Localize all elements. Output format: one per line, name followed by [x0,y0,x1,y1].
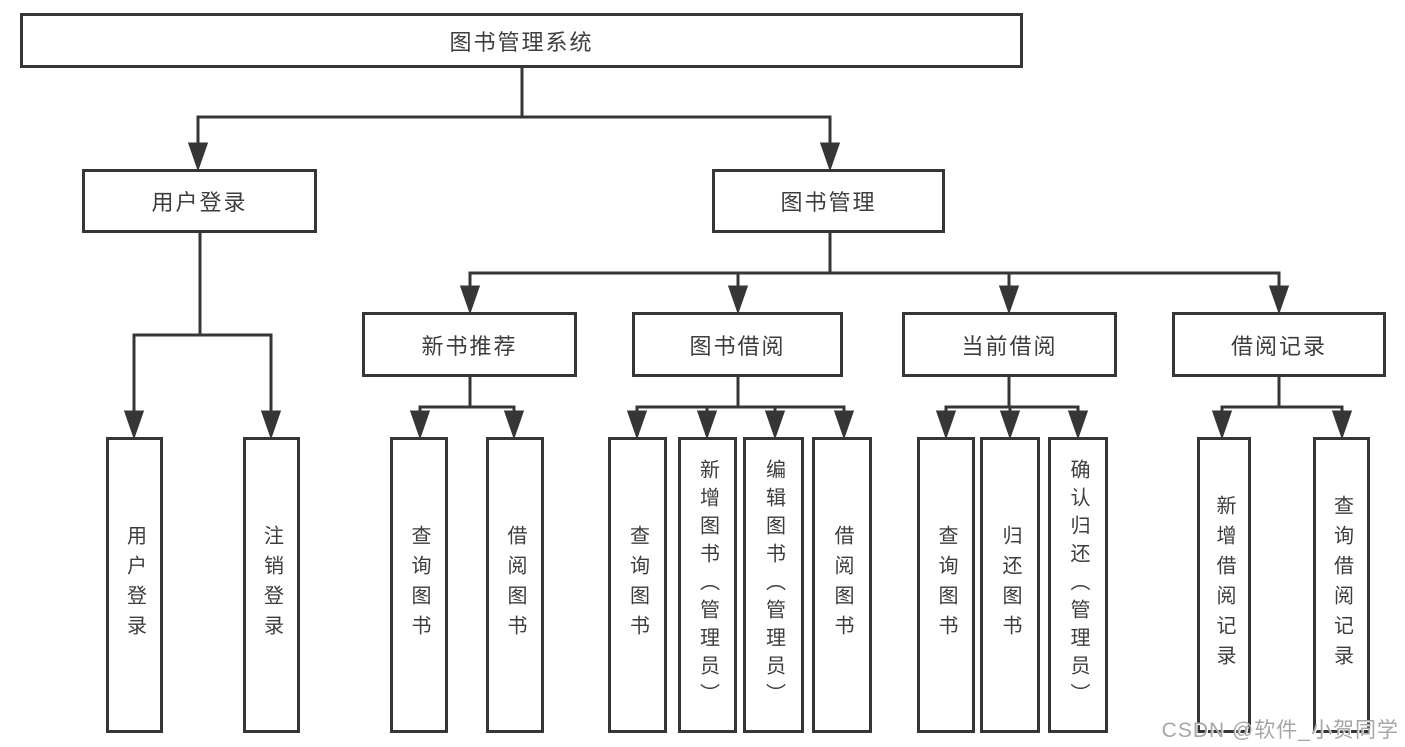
leaf-query-books: 查询图书 [390,437,448,733]
arrow-down-icon [187,142,209,172]
connector-borrow-record-children [1211,377,1353,440]
arrow-down-icon [459,285,481,315]
node-user-login: 用户登录 [82,169,317,233]
arrow-down-icon [935,410,957,440]
connector-book-borrow-children [626,377,855,440]
arrow-down-icon [999,410,1021,440]
arrow-down-icon [1331,410,1353,440]
connector-new-book-children [409,377,525,440]
leaf-label: 注销登录 [260,525,283,645]
leaf-borrow-books: 借阅图书 [812,437,872,733]
leaf-query-books: 查询图书 [608,437,667,733]
arrow-down-icon [833,410,855,440]
leaf-add-book-admin: 新增图书（管理员） [678,437,737,733]
arrow-down-icon [1067,410,1089,440]
leaf-label: 新增借阅记录 [1213,495,1235,675]
leaf-label: 查询借阅记录 [1330,495,1353,675]
node-book-management: 图书管理 [712,169,945,233]
leaf-return-books: 归还图书 [980,437,1040,733]
leaf-add-borrow-record: 新增借阅记录 [1197,437,1251,733]
node-root-system: 图书管理系统 [20,13,1023,68]
leaf-user-login: 用户登录 [106,437,163,733]
arrow-down-icon [503,410,525,440]
leaf-logout: 注销登录 [243,437,300,733]
node-book-borrow: 图书借阅 [632,312,843,377]
connector-book-mgmt-to-level3 [459,233,1290,315]
arrow-down-icon [696,410,718,440]
arrow-down-icon [764,410,786,440]
leaf-label: 查询图书 [935,525,957,645]
node-borrow-records: 借阅记录 [1172,312,1386,377]
leaf-label: 借阅图书 [504,525,526,645]
connector-current-borrow-children [935,377,1089,440]
leaf-label: 新增图书（管理员） [696,459,719,711]
arrow-down-icon [123,410,145,440]
leaf-label: 归还图书 [999,525,1021,645]
leaf-confirm-return-admin: 确认归还（管理员） [1048,437,1108,733]
leaf-query-borrow-record: 查询借阅记录 [1313,437,1370,733]
arrow-down-icon [260,410,282,440]
node-current-borrow: 当前借阅 [902,312,1117,377]
connector-root-to-level2 [187,66,841,172]
arrow-down-icon [727,285,749,315]
leaf-label: 查询图书 [626,525,649,645]
arrow-down-icon [1268,285,1290,315]
arrow-down-icon [626,410,648,440]
leaf-label: 用户登录 [123,525,146,645]
arrow-down-icon [409,410,431,440]
arrow-down-icon [819,142,841,172]
leaf-borrow-books: 借阅图书 [486,437,544,733]
leaf-label: 查询图书 [408,525,430,645]
leaf-label: 借阅图书 [831,525,853,645]
leaf-query-books: 查询图书 [917,437,975,733]
arrow-down-icon [998,285,1020,315]
leaf-label: 确认归还（管理员） [1067,459,1089,711]
leaf-label: 编辑图书（管理员） [762,459,785,711]
leaf-edit-book-admin: 编辑图书（管理员） [743,437,804,733]
arrow-down-icon [1211,410,1233,440]
node-new-book-recommend: 新书推荐 [362,312,577,377]
csdn-watermark: CSDN @软件_小贺同学 [1161,719,1399,742]
connector-user-login-children [123,233,282,440]
